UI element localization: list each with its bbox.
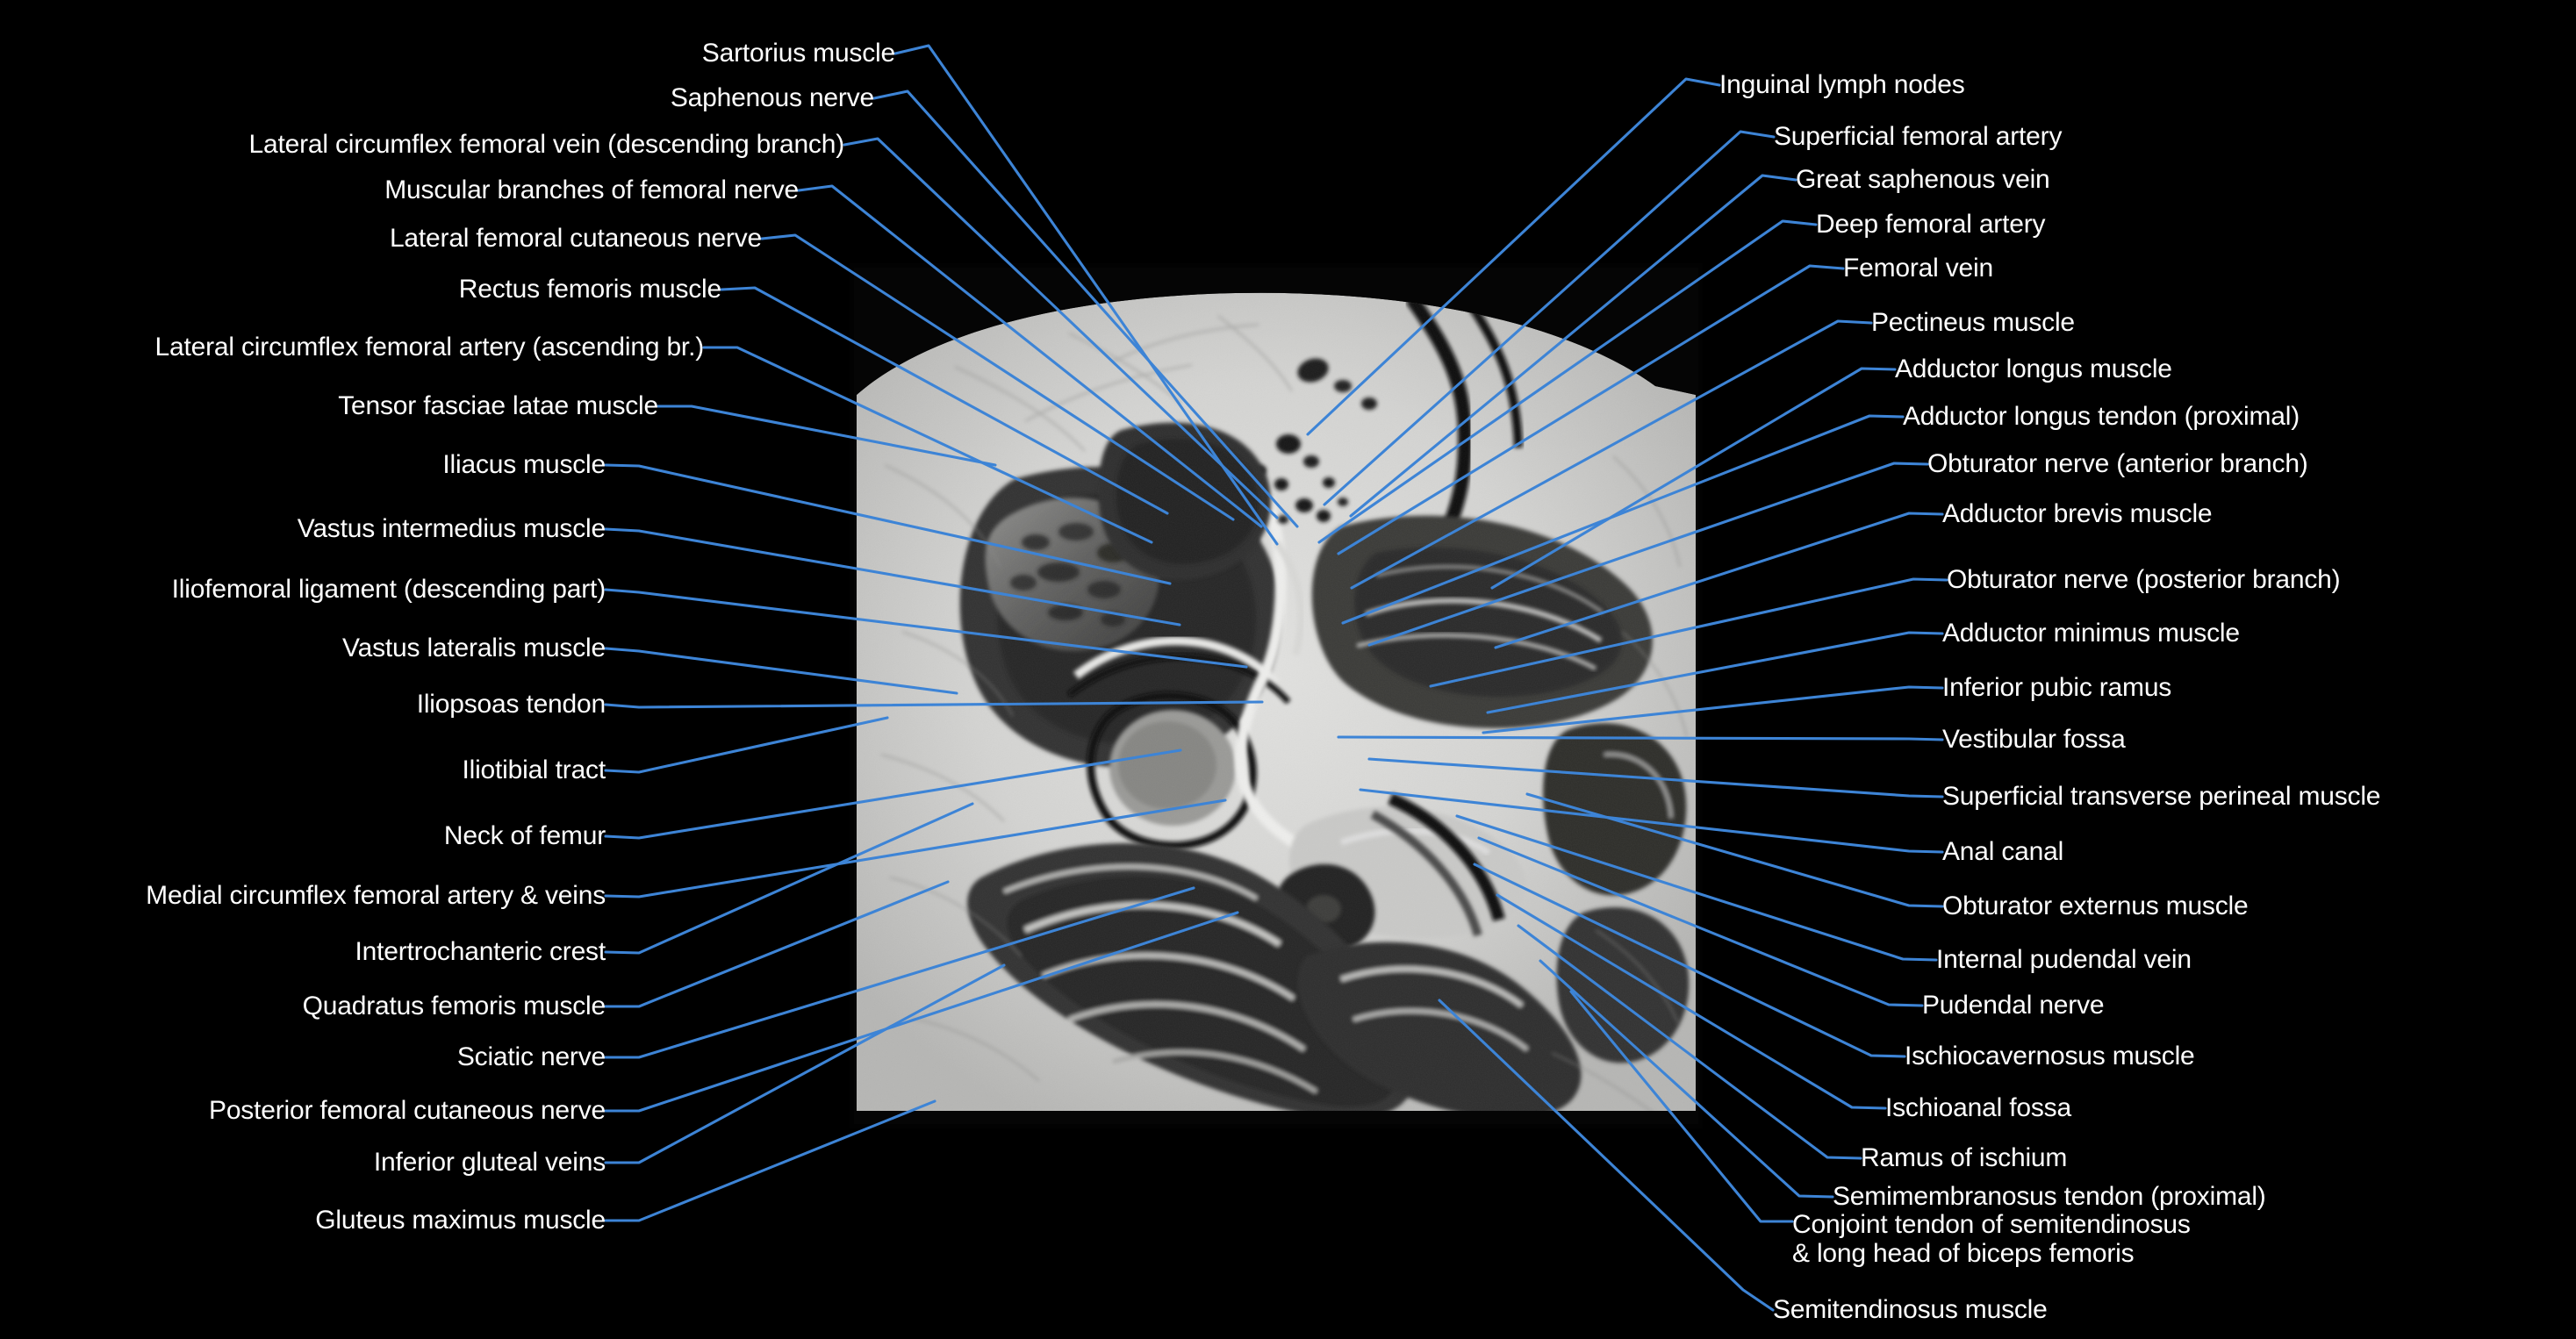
anatomy-label: Neck of femur [443,821,606,850]
anatomy-label: Tensor fasciae latae muscle [338,391,658,420]
anatomy-label: Internal pudendal vein [1936,945,2192,974]
anatomy-label: Adductor minimus muscle [1942,619,2240,648]
anatomy-label: Iliacus muscle [442,450,606,479]
anatomy-label: Rectus femoris muscle [458,275,721,304]
anatomy-label: Saphenous nerve [670,83,874,112]
anatomy-label: Ischioanal fossa [1885,1093,2071,1122]
anatomy-label: Intertrochanteric crest [355,937,606,966]
anatomy-label: Lateral femoral cutaneous nerve [389,224,762,253]
anatomy-label: Quadratus femoris muscle [302,992,606,1020]
anatomy-label: Posterior femoral cutaneous nerve [209,1096,606,1125]
anatomy-label: Conjoint tendon of semitendinosus& long … [1792,1210,2191,1268]
anatomy-label: Anal canal [1942,837,2064,866]
anatomy-label: Obturator nerve (posterior branch) [1947,565,2341,594]
anatomy-label: Medial circumflex femoral artery & veins [146,881,606,910]
anatomy-label: Vastus lateralis muscle [342,634,606,662]
anatomy-label: Pudendal nerve [1922,991,2105,1020]
anatomy-label: Deep femoral artery [1816,210,2046,239]
anatomy-label: Ramus of ischium [1861,1143,2068,1172]
anatomy-label: Superficial femoral artery [1774,122,2063,151]
anatomy-label: Pectineus muscle [1871,308,2075,337]
anatomy-label: Sciatic nerve [456,1042,606,1071]
anatomy-label: Lateral circumflex femoral vein (descend… [248,130,845,159]
anatomy-label: Great saphenous vein [1796,165,2050,194]
anatomy-label: Obturator nerve (anterior branch) [1927,449,2308,478]
anatomy-label: Gluteus maximus muscle [315,1206,606,1235]
anatomy-label: Adductor brevis muscle [1942,499,2213,528]
anatomy-label: Superficial transverse perineal muscle [1942,782,2381,811]
anatomy-label: Inguinal lymph nodes [1719,70,1965,99]
anatomy-label: Inferior gluteal veins [373,1148,606,1177]
anatomy-label: Muscular branches of femoral nerve [384,175,799,204]
anatomy-label: Adductor longus tendon (proximal) [1903,402,2300,431]
anatomy-label: Semimembranosus tendon (proximal) [1833,1182,2266,1211]
anatomy-label: Iliopsoas tendon [416,690,606,719]
anatomy-label: Ischiocavernosus muscle [1905,1042,2195,1070]
anatomy-label: Iliotibial tract [462,755,606,784]
anatomy-label: Vastus intermedius muscle [297,514,606,543]
leader-line [604,716,889,774]
anatomy-label: Iliofemoral ligament (descending part) [171,575,606,604]
mri-cross-section-image [850,263,1703,1128]
anatomy-label: Semitendinosus muscle [1773,1295,2048,1324]
anatomy-label: Inferior pubic ramus [1942,673,2172,702]
anatomy-label: Lateral circumflex femoral artery (ascen… [154,333,705,362]
anatomy-label: Femoral vein [1843,254,1993,283]
anatomy-label: Adductor longus muscle [1895,354,2172,383]
anatomy-label: Vestibular fossa [1942,725,2126,754]
anatomy-label: Obturator externus muscle [1942,891,2249,920]
anatomy-label: Sartorius muscle [701,39,895,68]
